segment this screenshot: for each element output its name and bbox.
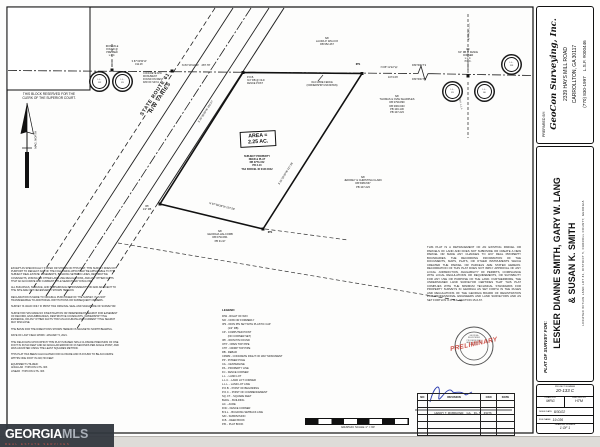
revision-table: NO REVISION CKD DATE [417, 393, 516, 436]
land-lot-badge-81-west: L.L. 81 [115, 74, 130, 89]
issue-date-value: 8/30/22 [553, 409, 566, 414]
pob-label: P.O.B. 3/4" RB @ OLD FENCE POST [247, 76, 265, 86]
watermark-tagline: REAL ESTATE SERVICES [5, 441, 71, 446]
located-within-label: LOCATED WITHIN LAND LOT 81, DISTRICT 5, … [581, 200, 586, 326]
parcel-boundary [158, 71, 364, 230]
project-number-row: PROJECT NUMBER 20-133 C [537, 385, 593, 397]
file-name-value: 19-036 [552, 417, 564, 422]
prepared-by-label: PREPARED BY: [541, 110, 546, 137]
issue-date-label: ISSUE DATE [539, 410, 552, 413]
issue-date-row: ISSUE DATE 8/30/22 [537, 408, 593, 416]
project-number-label: PROJECT NUMBER [554, 386, 576, 388]
watermark-georgia-text: GEORGIA [5, 426, 62, 441]
revision-col-revision: REVISION [426, 393, 482, 401]
revision-row [417, 421, 516, 429]
project-info-block: PROJECT NUMBER 20-133 C DRAWN BY MRG CHE… [536, 384, 594, 434]
land-lot-badge-81-east: L.L. 81 [445, 84, 460, 99]
clerk-block-note: THIS BLOCK RESERVED FOR THE CLERK OF THE… [22, 92, 76, 100]
land-lot-badge-80: L.L. 80 [477, 84, 492, 99]
owner-sharples-label: N/F THOMAS & OVIE SHARPLES DB 3799-890 D… [379, 95, 415, 115]
drawing-number-value: 1 OF 1 [559, 426, 571, 430]
legend-body: R/W - RIGHT OF WAY N/F - NOW OR FORMERLY… [222, 315, 283, 426]
bearing-axle: S 87°24'54"W 192.26' [131, 60, 147, 66]
project-number-value: 20-133 C [555, 388, 575, 393]
area-line2: 2.25 AC. [247, 138, 269, 146]
district-lower-label: DISTRICT 5 [411, 78, 427, 81]
north-arrow-label: MAG. NORTH [33, 130, 38, 149]
revision-row [417, 407, 516, 415]
file-name-row: FILE NAME 19-036 [537, 416, 593, 424]
subject-property-refs: SUBJECT PROPERTY DEED & PLAT DB 3774-152… [241, 155, 273, 171]
certification-text: THIS PLAT IS A RETRACEMENT OF AN EXISTIN… [427, 245, 521, 302]
prepared-by-content: PREPARED BY: GeoCon Surveying, Inc. 2339… [538, 7, 590, 141]
ips-label-south: IPS [267, 230, 273, 234]
bearing-north-line-dist: 1074.06' [387, 76, 399, 79]
fence-and-tie-lines [111, 60, 469, 302]
drawing-border [6, 6, 534, 434]
north-arrow-icon [20, 102, 34, 188]
revision-col-date: DATE [495, 393, 516, 401]
corner-monuments [110, 68, 470, 231]
client-name-line1: LESKER DIANNE SMITH, GARY W. LANG [552, 177, 563, 349]
owner-clark-label: N/F JEFFREY & CHRISTINA CLARK DB 5089-56… [344, 176, 382, 189]
owner-halcomb-label: N/F GEORGIA HALCOMB DB 0793-801 PB 31-97 [207, 230, 233, 243]
bearing-tie: N 84°19'42"W 287.78' [181, 64, 211, 67]
revision-col-ckd: CKD [480, 393, 497, 401]
land-lot-badge-113: L.L. 113 [504, 57, 519, 72]
district-upper-label: DISTRICT 9 [411, 64, 427, 67]
survey-notes: EXCEPT AS SPECIFICALLY STATED OR SHOWN O… [11, 267, 119, 373]
drawn-by-label: DRAWN BY [544, 397, 557, 399]
client-name-line2: & SUSAN K. SMITH [566, 222, 577, 304]
approx-lll-label-north: APPROX. L.L.L. [467, 22, 471, 41]
watermark-mls-text: MLS [61, 426, 89, 441]
drawing-number-label: DRAWING NUMBER [554, 424, 576, 426]
firm-address2: CARROLLTON, GA 30117 [572, 44, 578, 104]
graphic-scale-bar [305, 418, 409, 425]
area-box: AREA = 2.25 AC. [239, 130, 277, 148]
road-lines [27, 7, 285, 331]
firm-name: GeoCon Surveying, Inc. [549, 18, 559, 130]
old-wire-fence-label: OLD WIRE FENCE (OWNERSHIP UNKNOWN) [306, 81, 338, 88]
drawing-number-row: DRAWING NUMBER 1 OF 1 [537, 424, 593, 433]
seal-inner-text: GEORGIA REGISTERED PROFESSIONAL LAND SUR… [465, 335, 483, 347]
ipf-west-label: IPF 1/2" RB [142, 205, 152, 212]
firm-phone-lsf: (770) 830-1997 L.S.F. #000446 [581, 40, 587, 108]
graphic-scale-caption: GRAPHIC SCALE 1" = 60' [341, 425, 375, 429]
firm-address1: 2339 HAYS MILL ROAD [562, 47, 569, 101]
drawn-by-value: MRG [546, 399, 555, 403]
plat-for-block [536, 146, 594, 382]
land-lot-badge-112: L.L. 112 [92, 74, 107, 89]
prepared-by-block [536, 6, 594, 144]
plat-for-content: PLAT OF SURVEY FOR: LESKER DIANNE SMITH,… [538, 147, 590, 379]
owner-wilcox-label: N/F LAURA P. WILCOX DB 952-267 [315, 37, 339, 47]
poc-label: IPF 3/4" RB @ FENCE CORNER L.L.C. P.O.C. [457, 48, 478, 63]
revision-row [417, 400, 516, 408]
plat-for-label: PLAT OF SURVEY FOR: [542, 321, 548, 373]
file-name-label: FILE NAME [539, 418, 551, 421]
iron-axle-label: IRON AXLE FOUND @ PRESSED L.L.C. [105, 45, 119, 57]
revision-col-no: NO [417, 393, 428, 401]
surveyor-seal-rings [454, 326, 494, 366]
ips-label-north: IPS [355, 62, 361, 66]
revision-row [417, 428, 516, 436]
concrete-monument-label: CONCRETE R/W MONUMENT FOUND ON WEST R/W … [143, 72, 164, 84]
checked-by-value: HTM [575, 399, 583, 403]
checked-by-label: CHECKED BY [571, 397, 587, 399]
revision-row [417, 414, 516, 422]
clerk-block-box [6, 6, 91, 91]
legend-title: LEGEND [222, 308, 235, 312]
drawn-checked-row: DRAWN BY MRG CHECKED BY HTM [537, 397, 593, 408]
georgia-mls-watermark: GEORGIAMLS REAL ESTATE SERVICES [0, 424, 114, 447]
